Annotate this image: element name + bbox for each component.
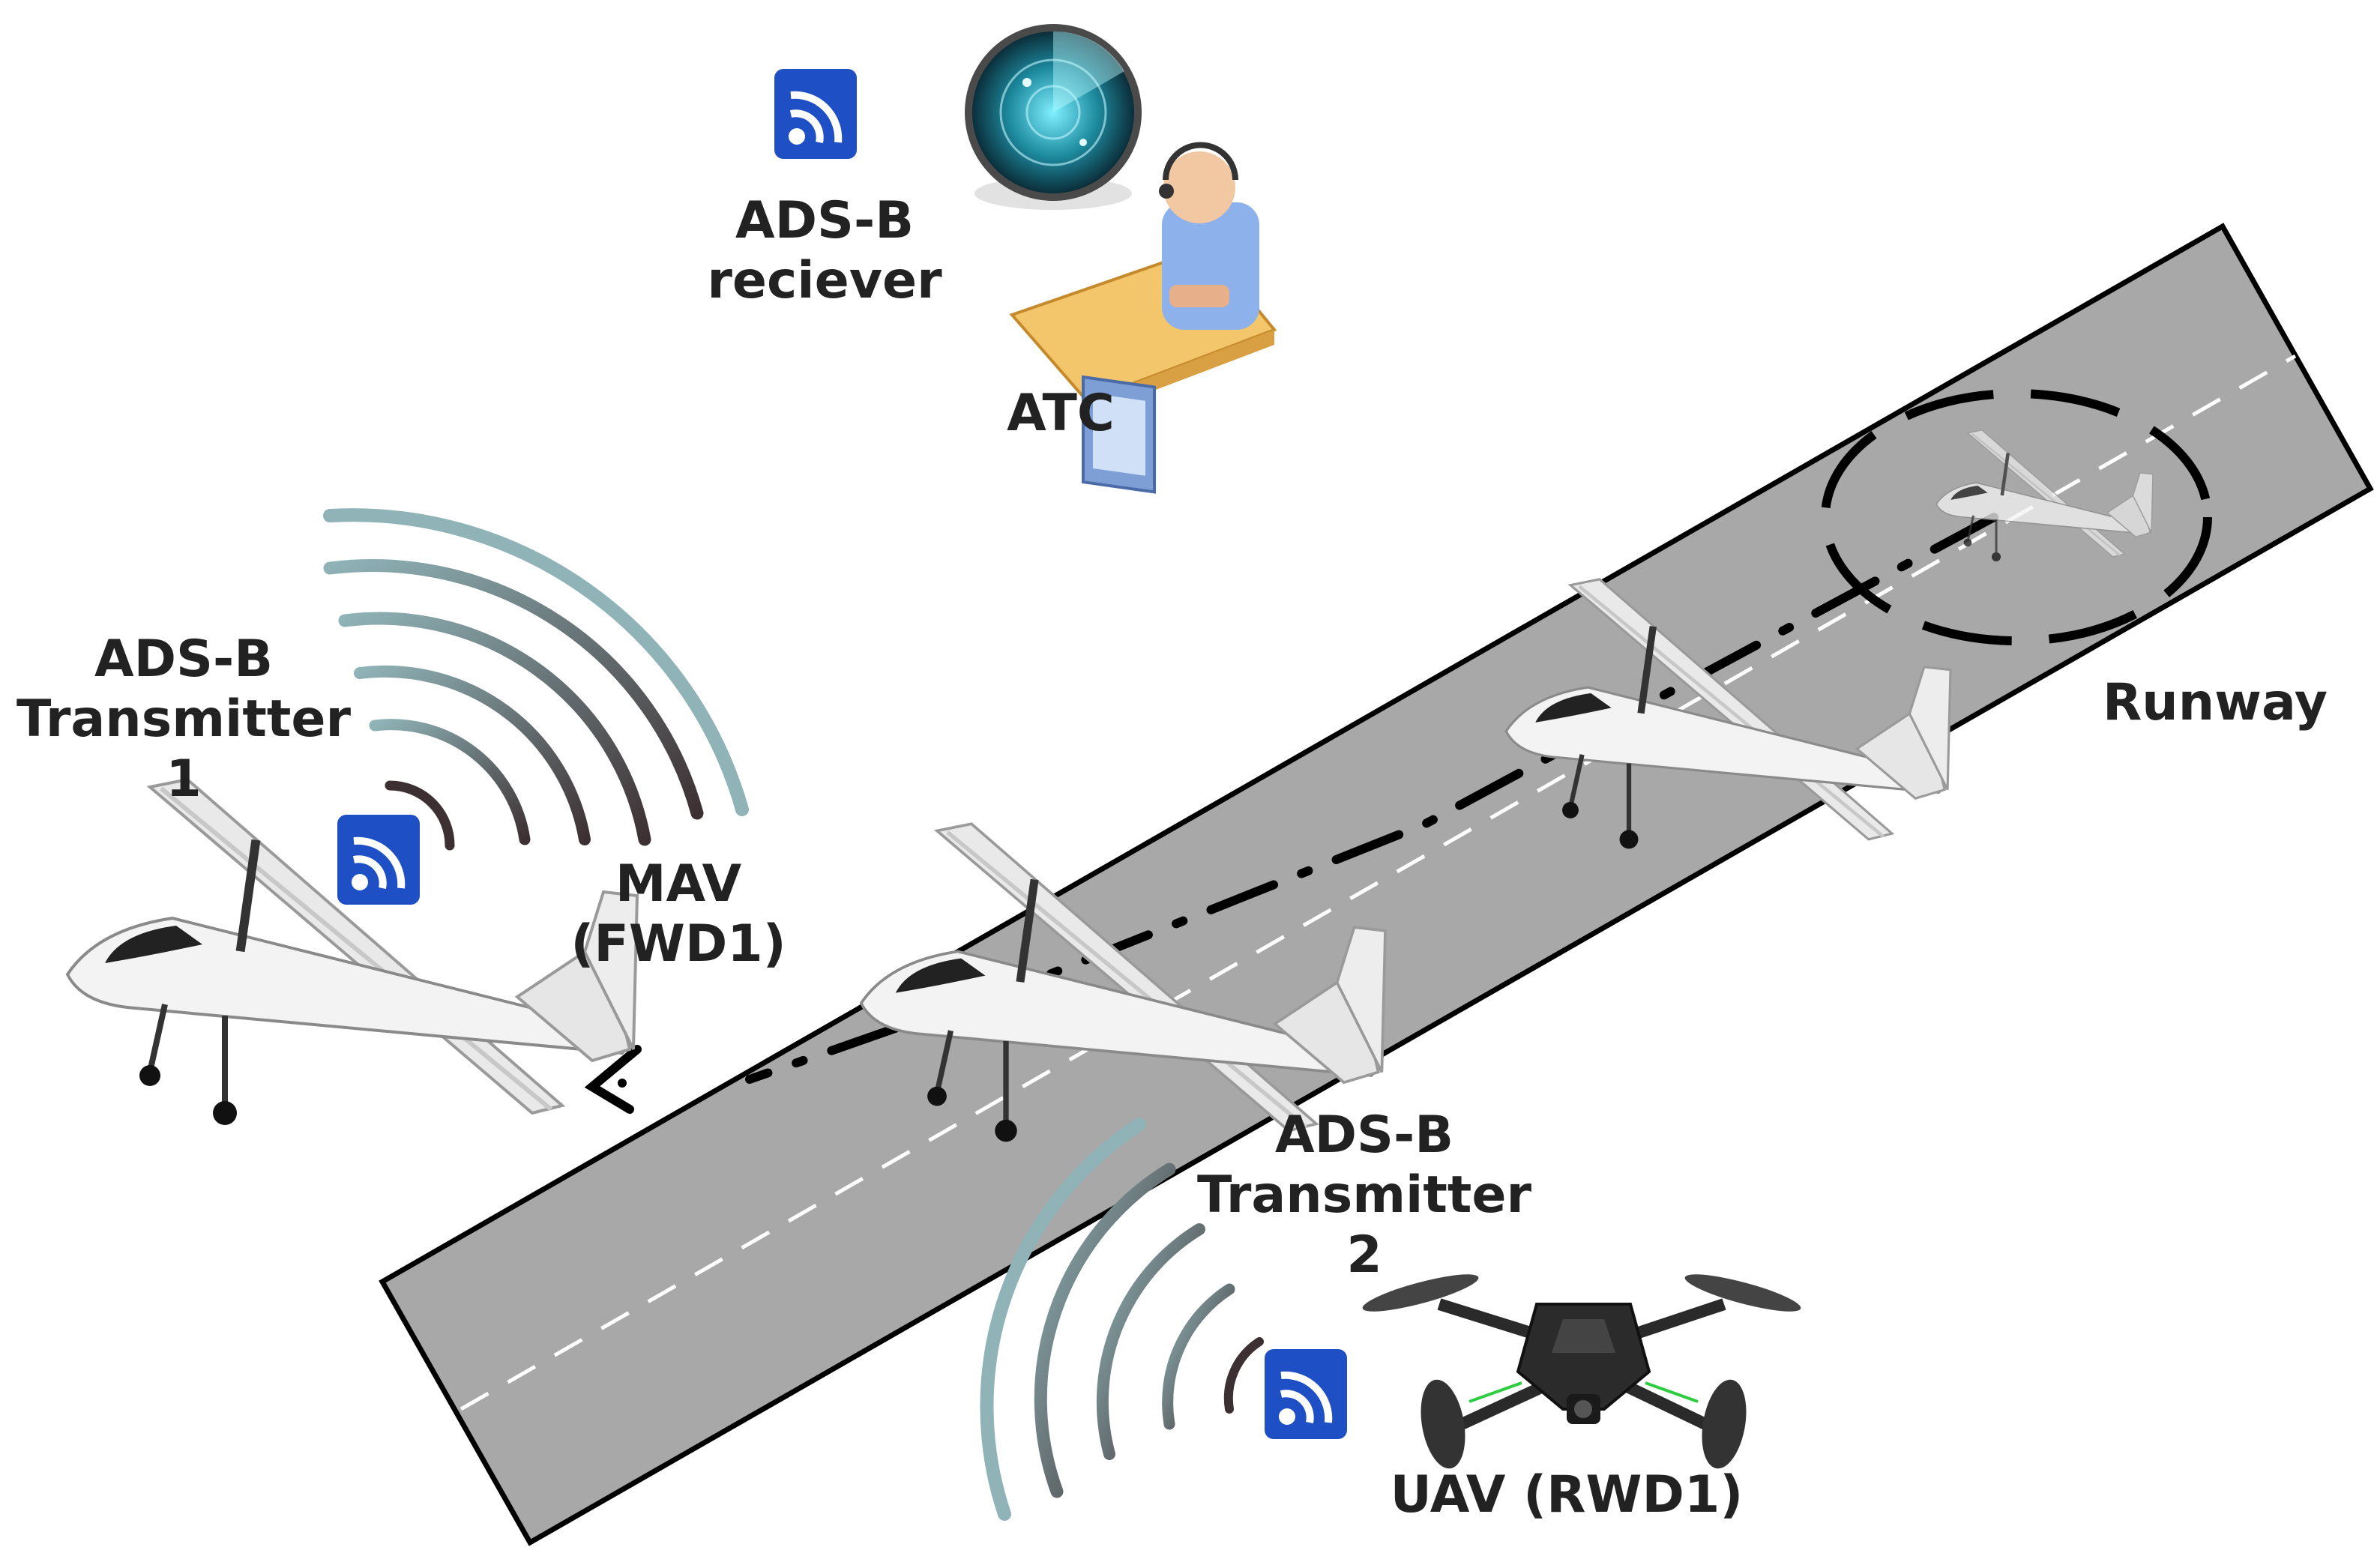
adsb-transmitter-2-icon [1265, 1349, 1347, 1439]
runway-centerline [460, 354, 2297, 1411]
atc-label: ATC [1007, 384, 1115, 443]
adsb-transmitter-1-label: ADS-B Transmitter 1 [16, 630, 352, 809]
landing-zone-circle [1821, 389, 2212, 645]
adsb-receiver-label: ADS-B reciever [707, 191, 942, 311]
adsb-transmitter-1-icon [337, 815, 420, 905]
mav-label: MAV (FWD1) [570, 854, 786, 974]
adsb-receiver-icon [774, 69, 857, 159]
flight-path-arrowhead [584, 1045, 642, 1114]
uav-label: UAV (RWD1) [1390, 1465, 1744, 1525]
uav-quadcopter [1362, 1274, 1801, 1469]
adsb-transmitter-2-label: ADS-B Transmitter 2 [1196, 1106, 1532, 1285]
runway-label: Runway [2102, 673, 2328, 732]
runway [379, 223, 2374, 1546]
transmitter-2-signal-waves [980, 1118, 1264, 1521]
atc-operator-icon [1009, 142, 1277, 494]
transmitter-1-signal-waves [323, 508, 749, 851]
radar-icon [965, 24, 1142, 210]
